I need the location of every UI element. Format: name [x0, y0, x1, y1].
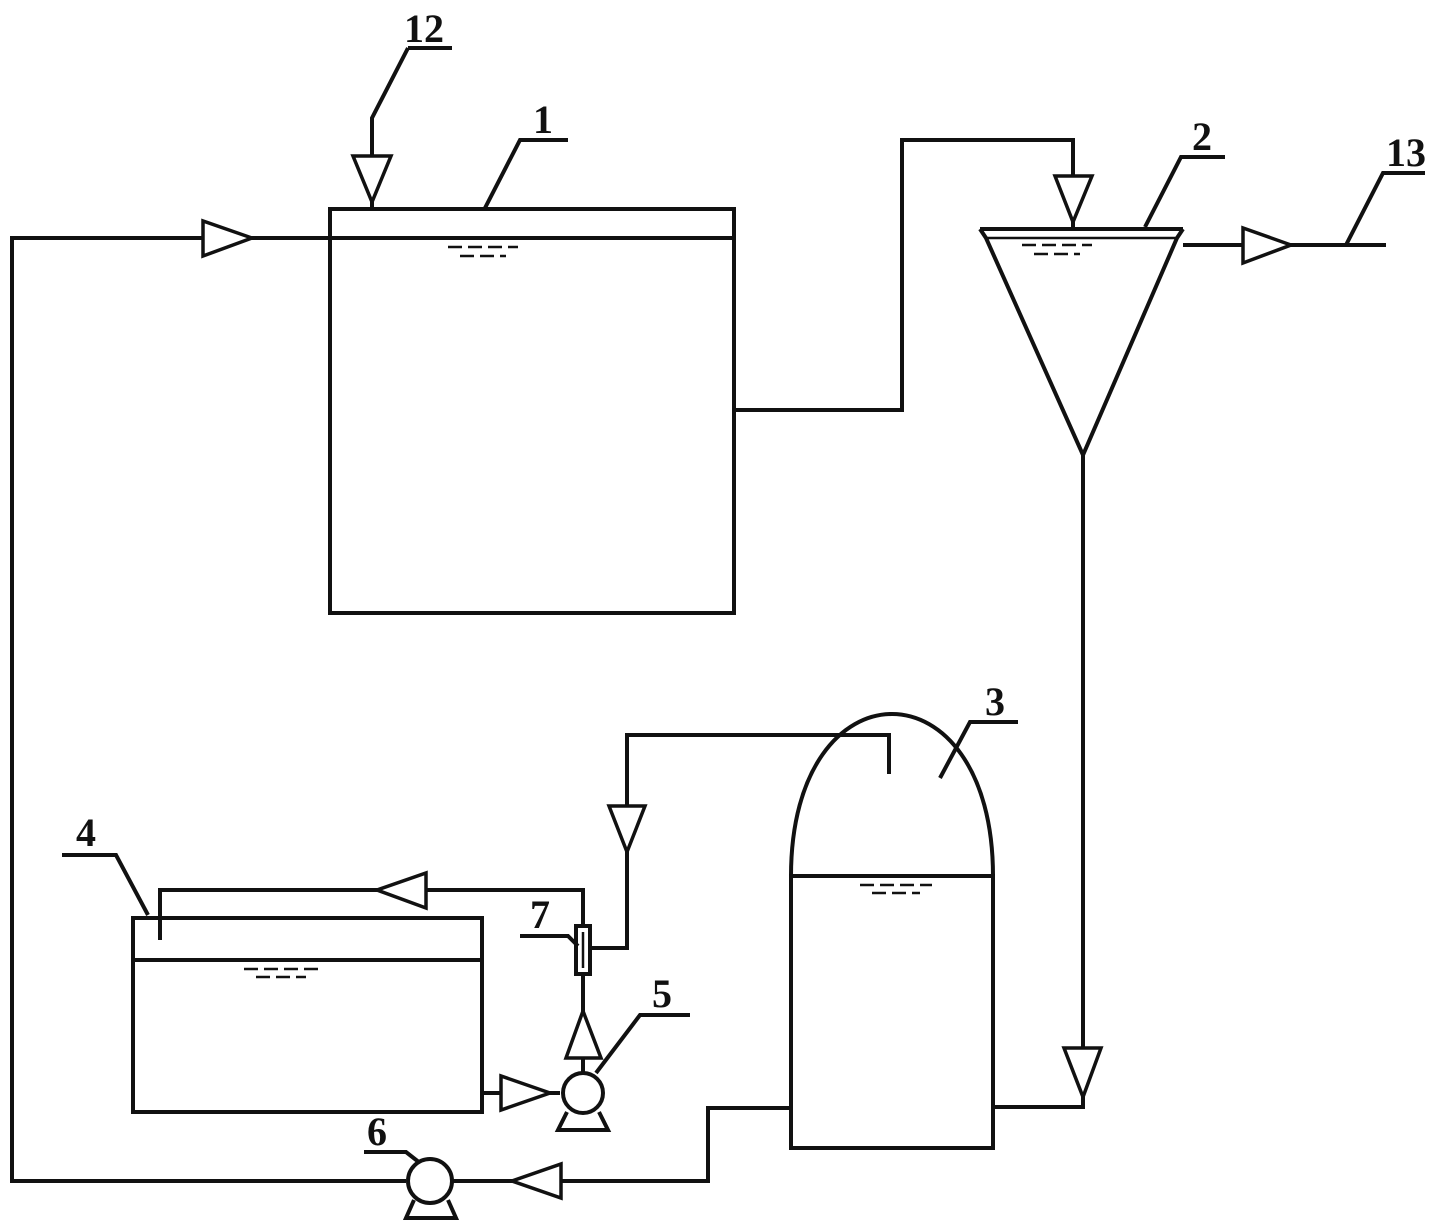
label-7: 7	[530, 892, 550, 937]
pump-5	[554, 1071, 612, 1132]
flow-arrow-to-tank4	[371, 870, 428, 911]
leader-line-6	[364, 1150, 422, 1165]
flow-arrow-inlet-12	[350, 154, 394, 207]
flow-arrow-outlet-13	[1241, 225, 1297, 266]
flow-arrow-to-pump5	[499, 1073, 556, 1113]
flow-arrow-to-pump6	[506, 1161, 563, 1201]
label-4: 4	[76, 810, 96, 855]
leader-line-3	[938, 720, 1018, 779]
tank-4	[131, 916, 484, 1114]
leader-line-7	[520, 934, 580, 948]
pipe-recycle-to-tank1	[10, 236, 406, 1183]
flow-arrow-to-reactor	[1061, 1046, 1104, 1102]
label-2: 2	[1192, 114, 1212, 159]
pipe-tank1-to-clarifier	[734, 138, 1075, 412]
tank-1	[328, 207, 736, 615]
label-6: 6	[367, 1109, 387, 1154]
leader-line-5	[594, 1013, 690, 1075]
leader-line-2	[1143, 155, 1225, 228]
flow-arrow-pump5-up	[563, 1005, 604, 1060]
water-level-symbol	[860, 883, 932, 895]
clarifier-2	[978, 227, 1185, 460]
water-level-symbol	[448, 245, 518, 258]
leader-line-4	[62, 853, 150, 916]
flow-arrow-recycle	[201, 218, 258, 259]
pipe-clarifier-to-reactor	[993, 455, 1085, 1109]
leader-line-1	[483, 138, 568, 209]
label-5: 5	[652, 971, 672, 1016]
reactor-3	[789, 712, 995, 1150]
flow-arrow-to-meter	[606, 804, 648, 857]
pump-6	[402, 1157, 460, 1220]
label-1: 1	[533, 97, 553, 142]
label-3: 3	[985, 679, 1005, 724]
label-13: 13	[1386, 130, 1426, 175]
water-level-symbol	[244, 967, 318, 979]
flow-arrow-to-clarifier	[1052, 174, 1095, 227]
pipe-reactor-to-meter	[590, 733, 891, 950]
flow-meter-7	[574, 924, 592, 976]
pipe-reactor-to-pump6	[453, 1106, 791, 1183]
water-level-symbol	[1022, 243, 1092, 256]
label-12: 12	[404, 6, 444, 51]
pipe-meter-to-tank4	[158, 888, 585, 940]
